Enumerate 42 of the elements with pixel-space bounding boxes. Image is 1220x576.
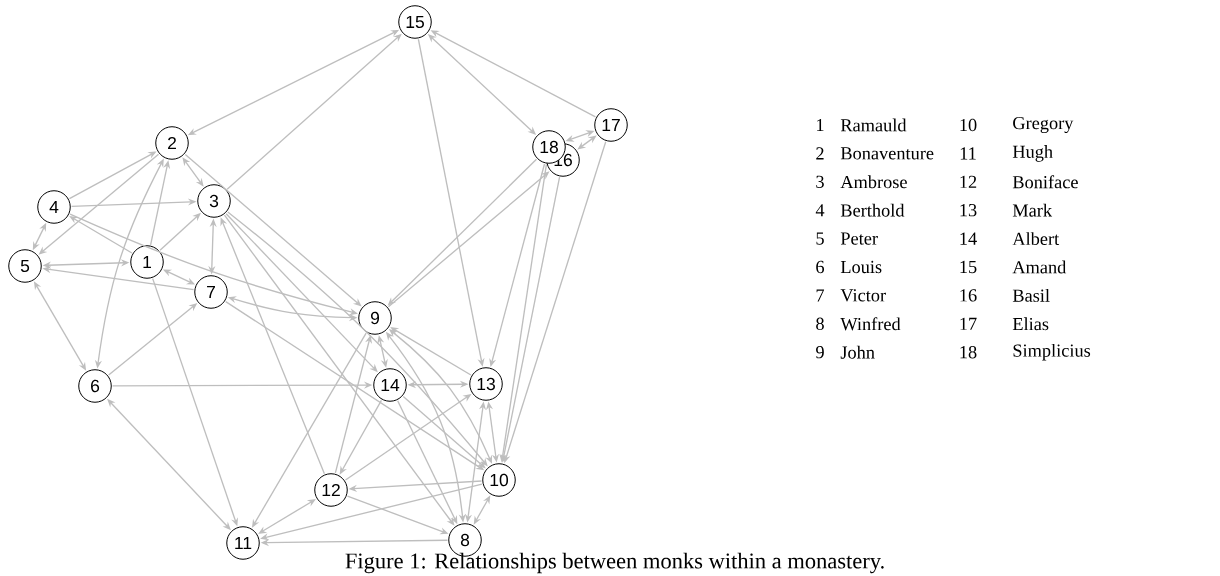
legend-name: Albert bbox=[1012, 232, 1060, 246]
arrow bbox=[182, 157, 204, 187]
arrow bbox=[258, 499, 316, 534]
legend-name: Gregory bbox=[1013, 116, 1074, 134]
legend-number: 14 bbox=[960, 232, 977, 245]
legend-number: 16 bbox=[960, 289, 977, 302]
legend-number: 5 bbox=[816, 232, 824, 245]
legend-number: 7 bbox=[816, 289, 825, 302]
legend-name: Mark bbox=[1012, 203, 1053, 217]
legend-name: Simplicius bbox=[1013, 343, 1091, 361]
legend-name: Winfred bbox=[840, 317, 901, 331]
legend-number: 13 bbox=[960, 204, 977, 217]
legend-number: 17 bbox=[960, 317, 977, 330]
arrow bbox=[390, 327, 472, 376]
arrow bbox=[223, 214, 455, 526]
legend-name: Ambrose bbox=[840, 175, 907, 189]
legend-name: Ramauld bbox=[840, 118, 907, 132]
legend-number: 2 bbox=[816, 147, 824, 160]
legend-name: Peter bbox=[840, 232, 878, 245]
legend-number: 4 bbox=[815, 204, 825, 217]
legend-number: 18 bbox=[960, 346, 977, 359]
legend-number: 15 bbox=[960, 260, 977, 274]
arrow bbox=[577, 135, 597, 150]
legend-number: 3 bbox=[816, 175, 824, 188]
legend-number: 1 bbox=[817, 118, 824, 132]
legend-name: Hugh bbox=[1012, 145, 1053, 162]
legend-name: Victor bbox=[840, 289, 886, 302]
legend-number: 6 bbox=[816, 260, 825, 274]
legend-number: 11 bbox=[960, 147, 976, 160]
arrow bbox=[184, 153, 362, 307]
legend-name: Berthold bbox=[840, 203, 905, 217]
legend-number: 12 bbox=[960, 175, 977, 188]
legend-name: John bbox=[840, 345, 875, 359]
legend-name: Bonaventure bbox=[840, 147, 934, 160]
legend-name: Louis bbox=[840, 260, 882, 274]
legend-name: Boniface bbox=[1012, 175, 1078, 189]
legend-name: Amand bbox=[1012, 260, 1067, 274]
legend-name: Elias bbox=[1012, 317, 1049, 331]
legend-number: 9 bbox=[816, 346, 824, 359]
legend-number: 8 bbox=[816, 317, 824, 330]
legend-name: Basil bbox=[1012, 288, 1050, 302]
legend-number: 10 bbox=[960, 118, 977, 132]
